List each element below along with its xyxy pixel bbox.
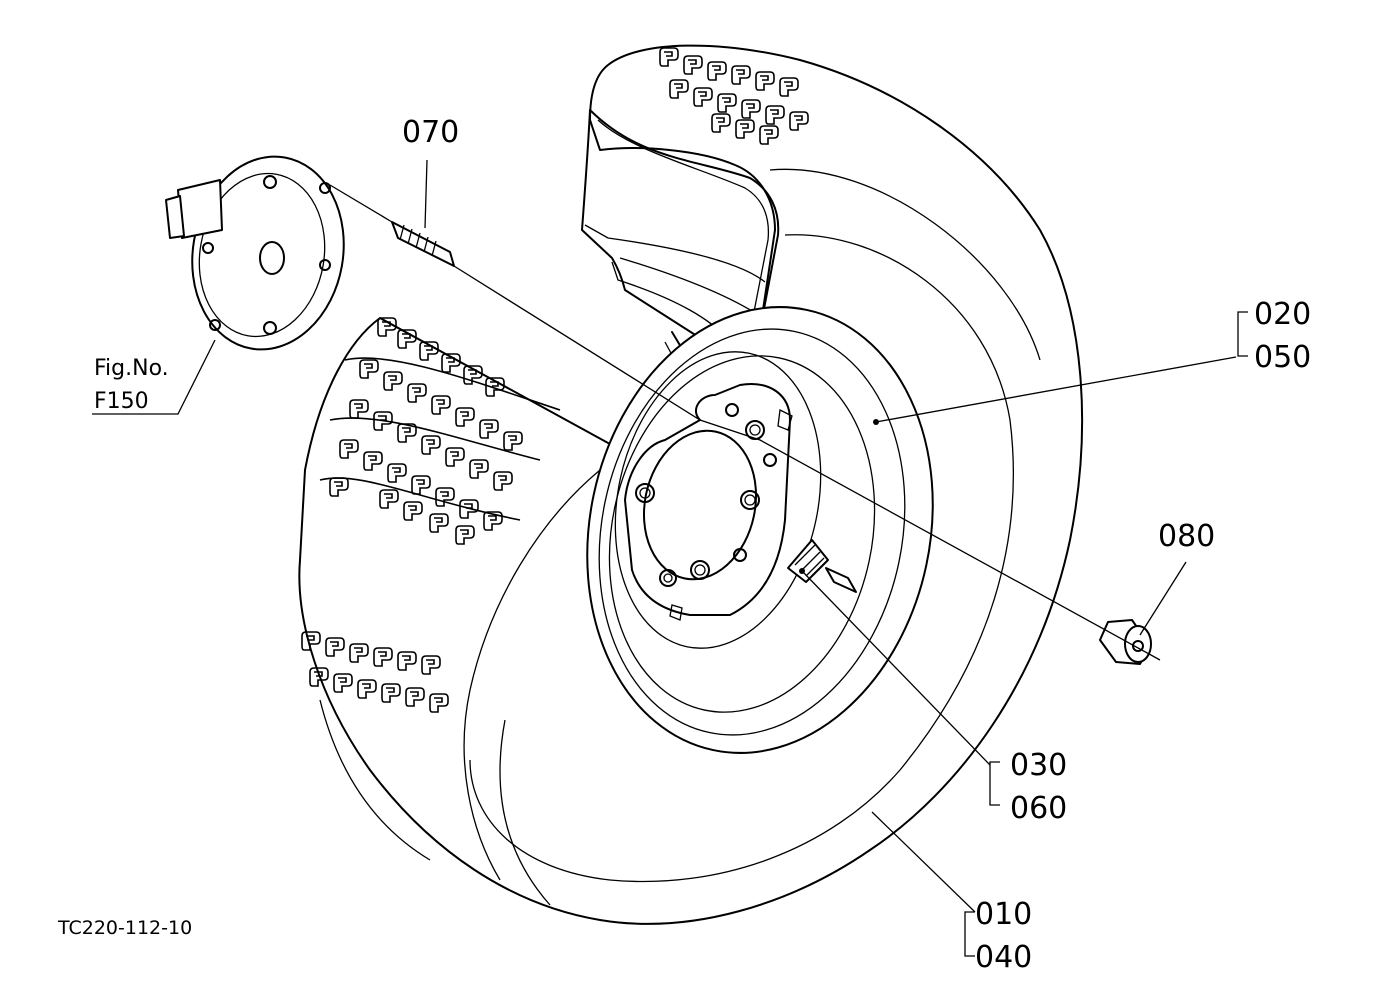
part-label-040: 040 [975, 940, 1032, 975]
leader-lines [92, 159, 1248, 957]
rim [586, 306, 934, 754]
part-label-060: 060 [1010, 791, 1067, 826]
part-label-070: 070 [402, 115, 459, 150]
wheel-nut [1099, 619, 1152, 665]
figure-code: TC220-112-10 [57, 917, 192, 939]
tread-upper-left [319, 317, 561, 545]
fig-reference-line1: Fig.No. [94, 356, 169, 381]
hub-flange [165, 155, 345, 351]
fig-reference-line2: F150 [94, 389, 149, 414]
part-label-080: 080 [1158, 519, 1215, 554]
part-label-020: 020 [1254, 297, 1311, 332]
part-label-050: 050 [1254, 340, 1311, 375]
wheel-stud [391, 221, 455, 267]
part-label-010: 010 [975, 897, 1032, 932]
part-label-030: 030 [1010, 748, 1067, 783]
